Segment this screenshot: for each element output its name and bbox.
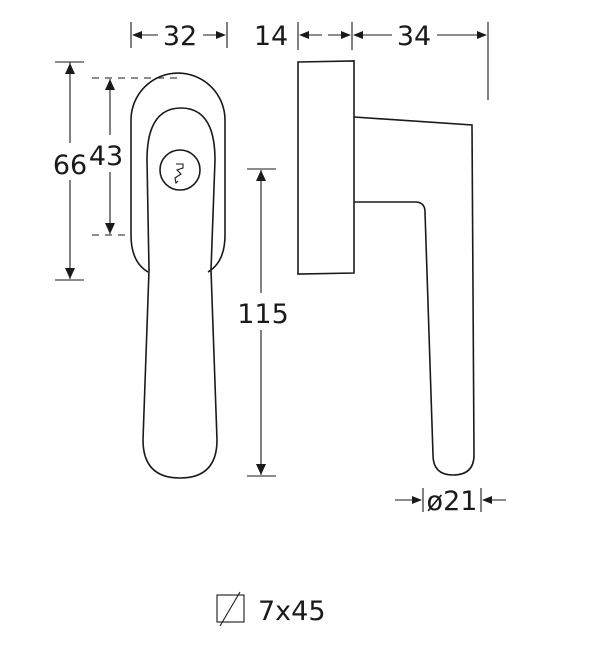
rosette-outline [130,72,226,273]
key-cylinder [159,149,201,191]
dim-width-32: 32 [163,21,197,52]
dim-depth-14: 14 [254,21,288,52]
side-view: 14 34 ø21 [254,21,506,517]
spindle-spec: 7x45 [216,591,326,627]
dim-key-43: 43 [89,141,123,172]
square-spindle-icon [216,594,245,623]
lever-profile [353,116,475,476]
dim-length-115: 115 [237,299,289,330]
key-icon [174,163,184,185]
dim-diameter-21: ø21 [427,486,478,517]
lever-outline [142,107,218,479]
dim-projection-34: 34 [397,21,431,52]
front-view: 32 66 43 115 [53,21,289,479]
spindle-size: 7x45 [258,596,326,627]
dim-height-66: 66 [53,150,87,181]
rosette-side [297,60,355,275]
